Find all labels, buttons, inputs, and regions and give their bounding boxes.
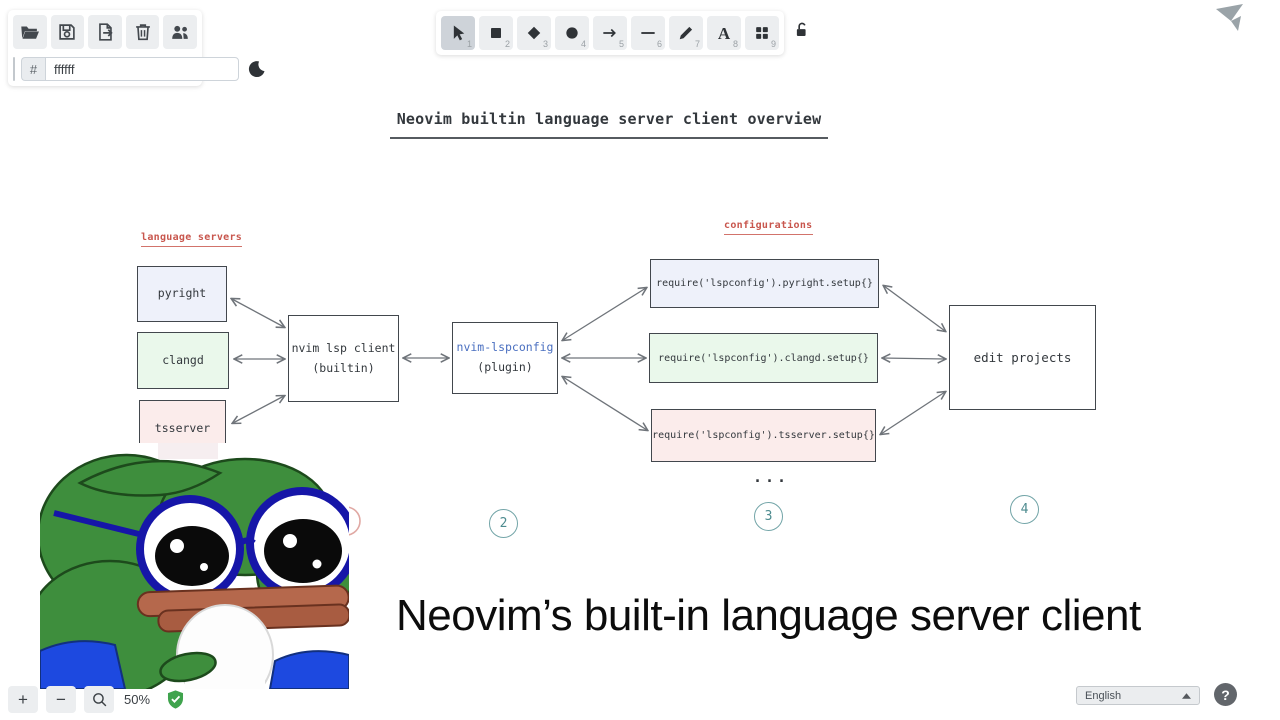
tool-diamond[interactable]: 3 xyxy=(517,16,551,50)
ellipsis-dots[interactable]: ... xyxy=(753,468,790,486)
unlocked-padlock-icon xyxy=(796,22,806,36)
box-nvim-lspconfig[interactable]: nvim-lspconfig (plugin) xyxy=(452,322,558,394)
caption-text[interactable]: Neovim’s built-in language server client xyxy=(396,591,1141,640)
tool-draw[interactable]: 7 xyxy=(669,16,703,50)
config-pyright-label: require('lspconfig').pyright.setup{} xyxy=(656,278,873,289)
hex-prefix: # xyxy=(21,57,45,81)
library-grid-icon xyxy=(756,27,768,39)
tool-rectangle[interactable]: 2 xyxy=(479,16,513,50)
pencil-icon xyxy=(679,26,693,40)
ellipse-icon xyxy=(566,27,578,39)
open-button[interactable] xyxy=(13,15,47,49)
clear-canvas-button[interactable] xyxy=(125,15,160,49)
tool-library[interactable]: 9 xyxy=(745,16,779,50)
cursor-pointer-graphic xyxy=(1216,4,1243,31)
config-box-pyright[interactable]: require('lspconfig').pyright.setup{} xyxy=(650,259,879,308)
users-icon xyxy=(172,25,188,39)
tool-ellipse[interactable]: 4 xyxy=(555,16,589,50)
pepe-meme-image[interactable] xyxy=(40,443,349,689)
folder-open-icon xyxy=(21,26,39,39)
language-select[interactable]: English xyxy=(1076,686,1200,705)
box-edit-projects[interactable]: edit projects xyxy=(949,305,1096,410)
label-language-servers[interactable]: language servers xyxy=(141,232,243,247)
config-clangd-label: require('lspconfig').clangd.setup{} xyxy=(658,352,869,364)
shortcut-label: 6 xyxy=(656,39,662,49)
config-tsserver-label: require('lspconfig').tsserver.setup{} xyxy=(652,430,875,441)
selection-cursor-icon xyxy=(453,25,465,41)
step-2-label: 2 xyxy=(499,516,508,531)
magnifier-icon xyxy=(92,693,106,707)
shortcut-label: 3 xyxy=(542,39,548,49)
shortcut-label: 7 xyxy=(694,39,700,49)
edit-projects-label: edit projects xyxy=(973,349,1072,365)
keep-tool-active-toggle[interactable] xyxy=(790,19,812,41)
caret-up-icon xyxy=(1182,692,1191,699)
step-4-label: 4 xyxy=(1020,502,1029,517)
box-tsserver-label: tsserver xyxy=(154,420,211,435)
step-circle-4[interactable]: 4 xyxy=(1010,495,1039,524)
shortcut-label: 1 xyxy=(466,39,472,49)
file-panel: # xyxy=(8,10,265,86)
file-export-icon xyxy=(99,23,113,41)
shield-check-icon xyxy=(168,690,184,709)
save-button[interactable] xyxy=(50,15,85,49)
tool-line[interactable]: 6 xyxy=(631,16,665,50)
plugin-line1: nvim-lspconfig xyxy=(456,340,554,355)
zoom-out-button[interactable]: − xyxy=(46,686,76,713)
zoom-bar: + − 50% xyxy=(8,686,185,713)
background-hex-input[interactable] xyxy=(45,57,239,81)
config-box-clangd[interactable]: require('lspconfig').clangd.setup{} xyxy=(649,333,878,383)
zoom-in-button[interactable]: + xyxy=(8,686,38,713)
dark-mode-toggle[interactable] xyxy=(245,57,269,81)
label-configurations[interactable]: configurations xyxy=(724,220,813,235)
collaboration-button[interactable] xyxy=(163,15,197,49)
client-line2: (builtin) xyxy=(312,360,375,375)
tool-text[interactable]: A 8 xyxy=(707,16,741,50)
moon-icon xyxy=(248,61,265,78)
line-icon xyxy=(641,32,655,34)
shortcut-label: 8 xyxy=(732,39,738,49)
box-nvim-lsp-client[interactable]: nvim lsp client (builtin) xyxy=(288,315,399,402)
shortcut-label: 5 xyxy=(618,39,624,49)
step-circle-2[interactable]: 2 xyxy=(489,509,518,538)
trash-icon xyxy=(135,24,150,41)
box-pyright[interactable]: pyright xyxy=(137,266,227,322)
tool-arrow[interactable]: 5 xyxy=(593,16,627,50)
zoom-reset-button[interactable] xyxy=(84,686,114,713)
shortcut-label: 9 xyxy=(770,39,776,49)
tools-panel: 1 2 3 4 xyxy=(436,11,784,55)
background-color-swatch[interactable] xyxy=(13,57,15,81)
diagram-title[interactable]: Neovim builtin language server client ov… xyxy=(390,110,828,139)
rectangle-icon xyxy=(491,28,501,38)
diamond-icon xyxy=(527,26,541,40)
box-clangd-label: clangd xyxy=(162,352,204,367)
plugin-line2: (plugin) xyxy=(477,360,533,374)
box-clangd[interactable]: clangd xyxy=(137,332,229,389)
shortcut-label: 4 xyxy=(580,39,586,49)
box-pyright-label: pyright xyxy=(157,286,207,301)
client-line1: nvim lsp client xyxy=(291,340,396,355)
tool-selection[interactable]: 1 xyxy=(441,16,475,50)
arrow-icon xyxy=(603,28,616,38)
step-circle-3[interactable]: 3 xyxy=(754,502,783,531)
step-3-label: 3 xyxy=(764,509,773,524)
export-button[interactable] xyxy=(88,15,122,49)
text-tool-icon: A xyxy=(717,23,731,43)
encryption-shield-badge xyxy=(166,689,185,710)
language-select-value: English xyxy=(1085,689,1122,702)
config-box-tsserver[interactable]: require('lspconfig').tsserver.setup{} xyxy=(651,409,876,462)
zoom-level-readout: 50% xyxy=(124,692,151,707)
help-button[interactable]: ? xyxy=(1214,683,1237,706)
floppy-icon xyxy=(59,24,76,40)
shortcut-label: 2 xyxy=(504,39,510,49)
